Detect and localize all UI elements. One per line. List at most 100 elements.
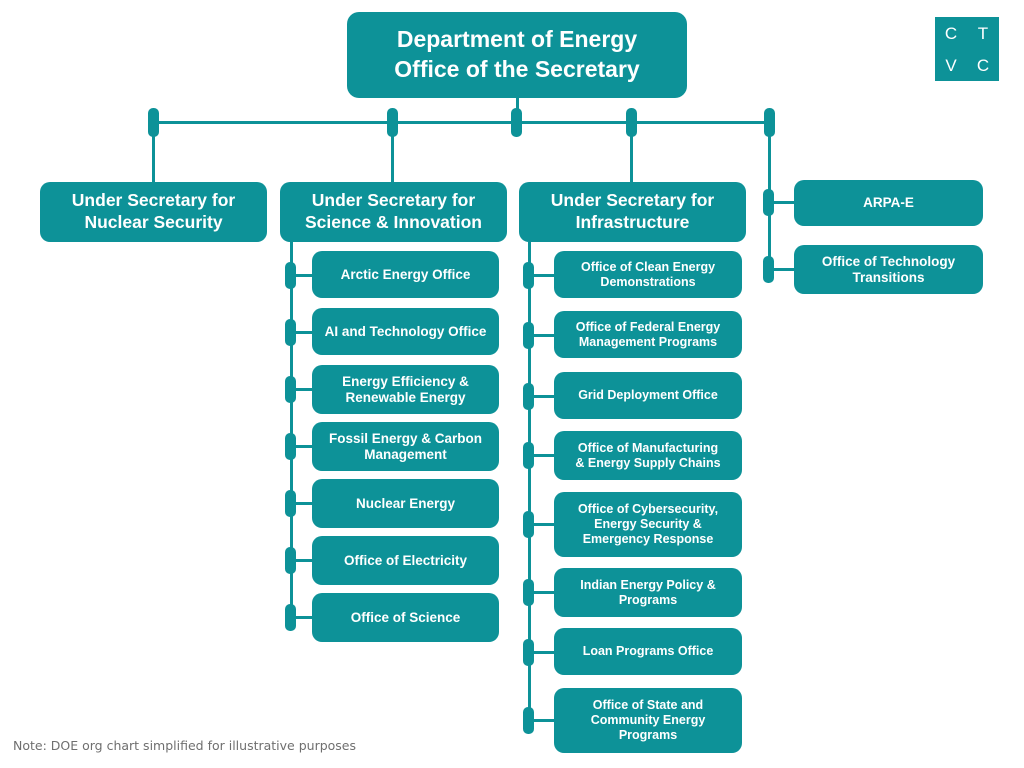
connector-pill-science-2: [285, 319, 296, 346]
connector-stub-direct-2: [774, 268, 795, 271]
science-title-line1: Under Secretary for: [311, 190, 476, 211]
femp-label-line2: Management Programs: [578, 334, 718, 349]
connector-stub-science-3: [296, 388, 313, 391]
connector-trunk-science: [290, 242, 293, 618]
connector-pill-science-4: [285, 433, 296, 460]
ott-label-line1: Office of Technology: [821, 253, 956, 269]
ceser-label-line2: Energy Security &: [594, 517, 702, 532]
connector-stub-science-1: [296, 274, 313, 277]
node-office-of-federal-energy-management-programs[interactable]: Office of Federal Energy Management Prog…: [554, 311, 742, 358]
connector-pill-direct-1: [763, 189, 774, 216]
footnote: Note: DOE org chart simplified for illus…: [13, 738, 357, 753]
node-office-of-state-and-community-energy-programs[interactable]: Office of State and Community Energy Pro…: [554, 688, 742, 753]
connector-stub-infrastructure-7: [534, 651, 555, 654]
indian-energy-label-line2: Programs: [618, 592, 678, 607]
ctvc-logo: C T V C: [935, 17, 999, 81]
connector-pill-bus-direct: [764, 108, 775, 137]
connector-stub-science-5: [296, 502, 313, 505]
connector-drop-nuclear: [152, 134, 155, 183]
connector-pill-bus-science: [387, 108, 398, 137]
nuclear-title-line1: Under Secretary for: [71, 190, 236, 211]
memsc-label-line2: & Energy Supply Chains: [575, 455, 721, 470]
fossil-energy-label-line2: Management: [364, 446, 447, 462]
clean-energy-demos-label-line2: Demonstrations: [600, 274, 696, 289]
science-title-line2: Science & Innovation: [305, 212, 482, 232]
connector-drop-infrastructure: [630, 134, 633, 183]
infrastructure-title-line2: Infrastructure: [575, 212, 690, 232]
node-root-office-of-the-secretary[interactable]: Department of Energy Office of the Secre…: [347, 12, 687, 98]
connector-pill-direct-2: [763, 256, 774, 283]
connector-pill-bus-nuclear: [148, 108, 159, 137]
grid-deployment-office-label: Grid Deployment Office: [578, 388, 718, 403]
connector-stub-science-7: [296, 616, 313, 619]
connector-stub-science-2: [296, 331, 313, 334]
fossil-energy-label-line1: Fossil Energy & Carbon: [328, 430, 483, 446]
connector-stub-direct-1: [774, 201, 795, 204]
node-office-of-technology-transitions[interactable]: Office of Technology Transitions: [794, 245, 983, 294]
node-nuclear-energy[interactable]: Nuclear Energy: [312, 479, 499, 528]
connector-pill-science-6: [285, 547, 296, 574]
node-under-secretary-nuclear-security[interactable]: Under Secretary for Nuclear Security: [40, 182, 267, 242]
arctic-energy-office-label: Arctic Energy Office: [340, 266, 471, 282]
nuclear-title-line2: Nuclear Security: [84, 212, 223, 232]
energy-efficiency-label-line1: Energy Efficiency &: [342, 373, 469, 389]
memsc-label-line1: Office of Manufacturing: [577, 440, 719, 455]
connector-pill-infrastructure-3: [523, 383, 534, 410]
connector-bus-horizontal: [153, 121, 770, 124]
node-arctic-energy-office[interactable]: Arctic Energy Office: [312, 251, 499, 298]
femp-label-line1: Office of Federal Energy: [575, 319, 721, 334]
node-office-of-cybersecurity-energy-security-emergency-response[interactable]: Office of Cybersecurity, Energy Security…: [554, 492, 742, 557]
node-office-of-electricity[interactable]: Office of Electricity: [312, 536, 499, 585]
connector-pill-infrastructure-4: [523, 442, 534, 469]
node-fossil-energy-carbon-management[interactable]: Fossil Energy & Carbon Management: [312, 422, 499, 471]
node-arpa-e[interactable]: ARPA-E: [794, 180, 983, 226]
node-loan-programs-office[interactable]: Loan Programs Office: [554, 628, 742, 675]
connector-pill-science-5: [285, 490, 296, 517]
node-indian-energy-policy-programs[interactable]: Indian Energy Policy & Programs: [554, 568, 742, 617]
node-ai-and-technology-office[interactable]: AI and Technology Office: [312, 308, 499, 355]
infrastructure-title-line1: Under Secretary for: [550, 190, 715, 211]
connector-pill-science-7: [285, 604, 296, 631]
connector-stub-infrastructure-5: [534, 523, 555, 526]
node-office-of-science[interactable]: Office of Science: [312, 593, 499, 642]
node-energy-efficiency-renewable-energy[interactable]: Energy Efficiency & Renewable Energy: [312, 365, 499, 414]
connector-pill-infrastructure-2: [523, 322, 534, 349]
node-office-of-clean-energy-demonstrations[interactable]: Office of Clean Energy Demonstrations: [554, 251, 742, 298]
ott-label-line2: Transitions: [852, 269, 925, 285]
connector-pill-infrastructure-6: [523, 579, 534, 606]
connector-drop-science: [391, 134, 394, 183]
connector-stub-science-6: [296, 559, 313, 562]
node-grid-deployment-office[interactable]: Grid Deployment Office: [554, 372, 742, 419]
node-office-of-manufacturing-energy-supply-chains[interactable]: Office of Manufacturing & Energy Supply …: [554, 431, 742, 480]
connector-stub-infrastructure-2: [534, 334, 555, 337]
indian-energy-label-line1: Indian Energy Policy &: [580, 577, 716, 592]
node-under-secretary-science-innovation[interactable]: Under Secretary for Science & Innovation: [280, 182, 507, 242]
office-of-electricity-label: Office of Electricity: [343, 552, 468, 568]
connector-trunk-infrastructure: [528, 242, 531, 731]
connector-stub-infrastructure-3: [534, 395, 555, 398]
connector-stub-infrastructure-6: [534, 591, 555, 594]
logo-letter-c1: C: [944, 23, 958, 43]
logo-letter-t: T: [977, 23, 989, 43]
arpa-e-label: ARPA-E: [863, 195, 914, 211]
root-title-line1: Department of Energy: [396, 26, 638, 53]
scep-label-line1: Office of State and: [592, 698, 704, 713]
clean-energy-demos-label-line1: Office of Clean Energy: [580, 259, 716, 274]
ceser-label-line3: Emergency Response: [582, 531, 714, 546]
connector-pill-bus-infrastructure: [626, 108, 637, 137]
connector-pill-science-3: [285, 376, 296, 403]
nuclear-energy-label: Nuclear Energy: [355, 495, 456, 511]
office-of-science-label: Office of Science: [350, 609, 461, 625]
connector-pill-infrastructure-5: [523, 511, 534, 538]
ai-and-technology-office-label: AI and Technology Office: [324, 323, 487, 339]
scep-label-line2: Community Energy: [590, 713, 706, 728]
connector-stub-infrastructure-4: [534, 454, 555, 457]
connector-pill-infrastructure-7: [523, 639, 534, 666]
node-under-secretary-infrastructure[interactable]: Under Secretary for Infrastructure: [519, 182, 746, 242]
root-title-line2: Office of the Secretary: [394, 56, 640, 82]
connector-stub-infrastructure-8: [534, 719, 555, 722]
logo-letter-v: V: [945, 55, 957, 75]
scep-label-line3: Programs: [618, 727, 678, 742]
connector-stub-science-4: [296, 445, 313, 448]
